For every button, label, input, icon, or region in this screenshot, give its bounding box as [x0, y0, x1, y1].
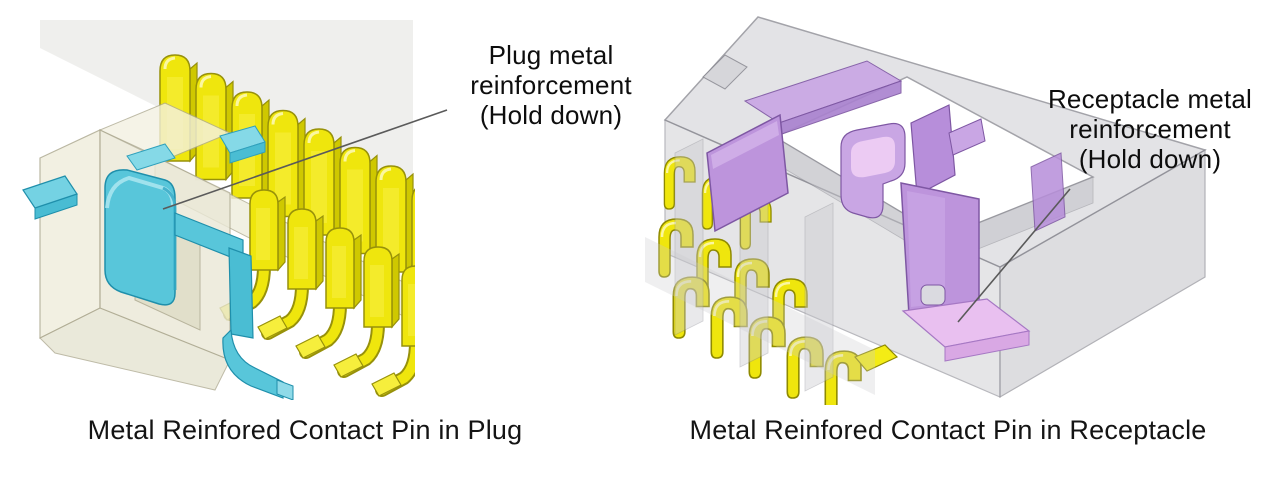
plug-caption: Metal Reinfored Contact Pin in Plug	[87, 415, 523, 445]
plug-annotation-line-1: Plug metal	[488, 40, 614, 70]
receptacle-annotation-line-2: reinforcement	[1069, 114, 1231, 144]
plug-annotation: Plug metal reinforcement (Hold down)	[445, 40, 657, 130]
receptacle-caption: Metal Reinfored Contact Pin in Receptacl…	[689, 415, 1207, 445]
plug-render	[15, 8, 415, 400]
plug-annotation-line-2: reinforcement	[470, 70, 632, 100]
plug-annotation-line-3: (Hold down)	[479, 100, 623, 130]
receptacle-3d-illustration	[645, 16, 1207, 405]
receptacle-annotation: Receptacle metal reinforcement (Hold dow…	[1022, 84, 1278, 174]
receptacle-render	[645, 5, 1237, 405]
receptacle-annotation-line-3: (Hold down)	[1078, 144, 1222, 174]
receptacle-pin-foot	[853, 344, 899, 372]
receptacle-pin-rows	[645, 138, 899, 405]
receptacle-annotation-line-1: Receptacle metal	[1047, 84, 1253, 114]
plug-3d-illustration	[22, 20, 415, 400]
